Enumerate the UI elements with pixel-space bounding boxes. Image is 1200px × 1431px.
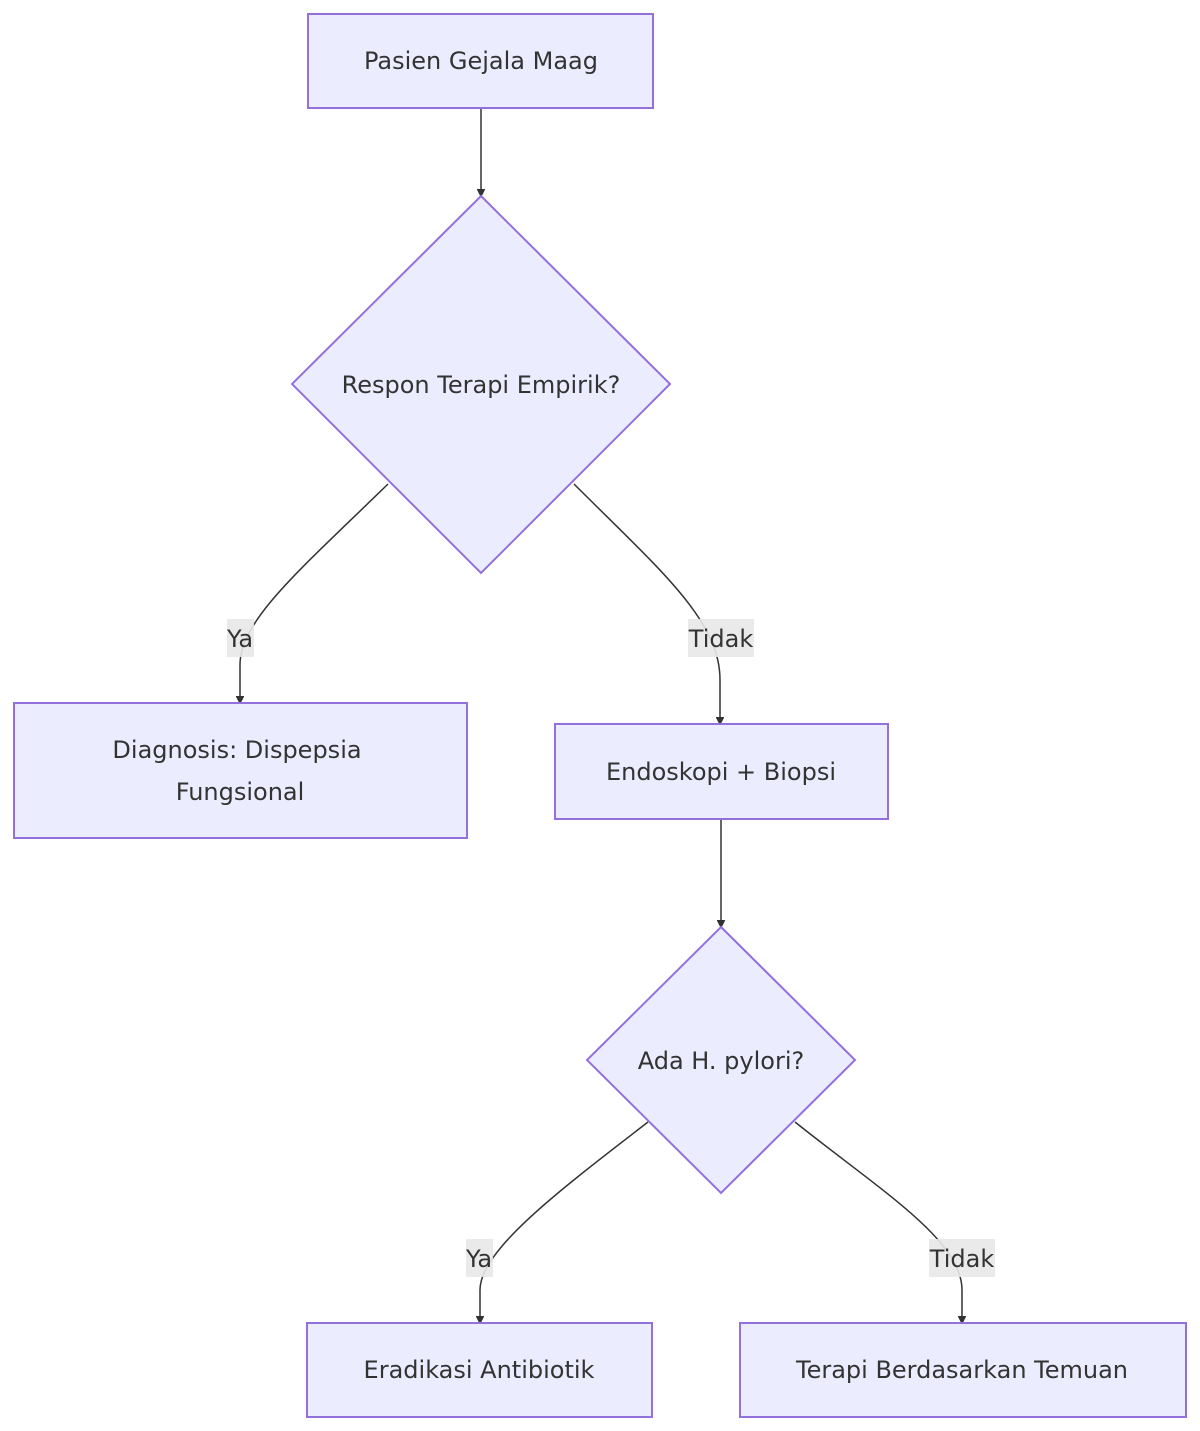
edge-label-text: Tidak — [688, 625, 754, 653]
node-diagnosis[interactable]: Diagnosis: Dispepsia Fungsional — [13, 702, 468, 839]
edge-label-bg — [227, 619, 254, 657]
edge-label-tidak-2: Tidak — [929, 1239, 995, 1277]
node-decision-empiric-label: Respon Terapi Empirik? — [342, 371, 621, 399]
node-therapy-label: Terapi Berdasarkan Temuan — [795, 1356, 1128, 1384]
edge-label-bg — [929, 1239, 995, 1277]
edge-label-ya-2: Ya — [465, 1239, 493, 1277]
node-diagnosis-label-line-1: Diagnosis: Dispepsia — [112, 736, 361, 764]
node-decision-hpylori[interactable]: Ada H. pylori? — [585, 925, 857, 1195]
node-endoscopy-box — [554, 723, 889, 820]
node-start-box — [307, 13, 654, 109]
node-decision-empiric-diamond — [290, 194, 672, 575]
node-decision-hpylori-diamond — [585, 925, 857, 1195]
edge-label-text: Ya — [465, 1245, 492, 1273]
edge-label-text: Tidak — [929, 1245, 995, 1273]
node-diagnosis-box — [13, 702, 468, 839]
edge-label-text: Ya — [226, 625, 253, 653]
edge-label-bg — [688, 619, 754, 657]
node-endoscopy[interactable]: Endoskopi + Biopsi — [554, 723, 889, 820]
edge-label-bg — [466, 1239, 493, 1277]
nodes: Pasien Gejala Maag Respon Terapi Empirik… — [13, 13, 1187, 1418]
node-start-label: Pasien Gejala Maag — [364, 47, 598, 75]
node-therapy[interactable]: Terapi Berdasarkan Temuan — [739, 1322, 1187, 1418]
edge-label-tidak-1: Tidak — [688, 619, 754, 657]
edge-decision-hpylori-to-therapy — [794, 1121, 962, 1323]
node-therapy-box — [739, 1322, 1187, 1418]
edge-label-ya-1: Ya — [226, 619, 254, 657]
edge-labels: Ya Tidak Ya Tidak — [226, 619, 995, 1277]
node-decision-hpylori-label: Ada H. pylori? — [638, 1047, 805, 1075]
node-start[interactable]: Pasien Gejala Maag — [307, 13, 654, 109]
node-diagnosis-label-line-2: Fungsional — [176, 778, 305, 806]
node-endoscopy-label: Endoskopi + Biopsi — [606, 758, 836, 786]
node-eradication-label: Eradikasi Antibiotik — [364, 1356, 595, 1384]
edge-decision-hpylori-to-eradication — [480, 1121, 649, 1323]
node-eradication[interactable]: Eradikasi Antibiotik — [306, 1322, 653, 1418]
edge-decision-empiric-to-diagnosis — [240, 483, 389, 703]
edge-decision-empiric-to-endoscopy — [573, 483, 720, 724]
node-decision-empiric[interactable]: Respon Terapi Empirik? — [290, 194, 672, 575]
node-eradication-box — [306, 1322, 653, 1418]
